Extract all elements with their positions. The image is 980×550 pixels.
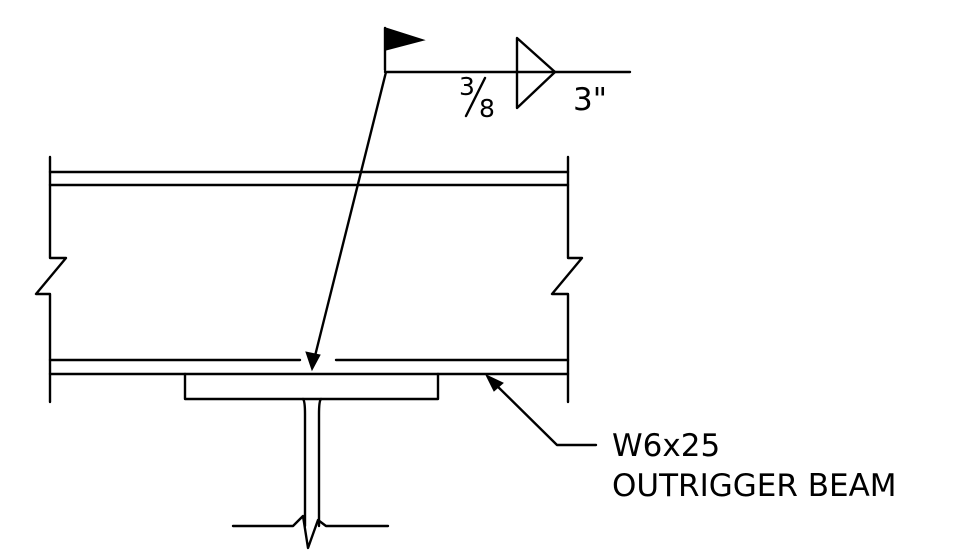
tee-break-line [231, 514, 390, 550]
arrowhead-icon [305, 351, 321, 372]
callout-arrowhead-icon [484, 373, 504, 392]
callout-name-label: OUTRIGGER BEAM [612, 468, 897, 504]
leader-line [311, 70, 388, 366]
callout-section-label: W6x25 [612, 428, 720, 464]
weld-size-numerator: 3 [459, 72, 475, 101]
outrigger-beam [34, 155, 584, 404]
weld-size-denominator: 8 [479, 94, 495, 123]
callout-leader-line [486, 375, 598, 447]
beam-right-break-line [550, 155, 584, 404]
supporting-tee [183, 372, 440, 550]
tee-web-right [317, 397, 323, 528]
tee-flange [183, 372, 440, 401]
beam-left-break-line [34, 155, 68, 404]
weld-symbol: 3 8 3" [383, 26, 632, 123]
weld-size-fraction-bar [464, 76, 487, 118]
weld-leader-arrow [305, 70, 388, 372]
tee-web-left [301, 397, 307, 528]
beam-callout: W6x25 OUTRIGGER BEAM [484, 373, 897, 504]
field-weld-flag-icon [384, 26, 426, 51]
fillet-weld-icon [515, 36, 557, 110]
weld-length: 3" [573, 82, 607, 118]
